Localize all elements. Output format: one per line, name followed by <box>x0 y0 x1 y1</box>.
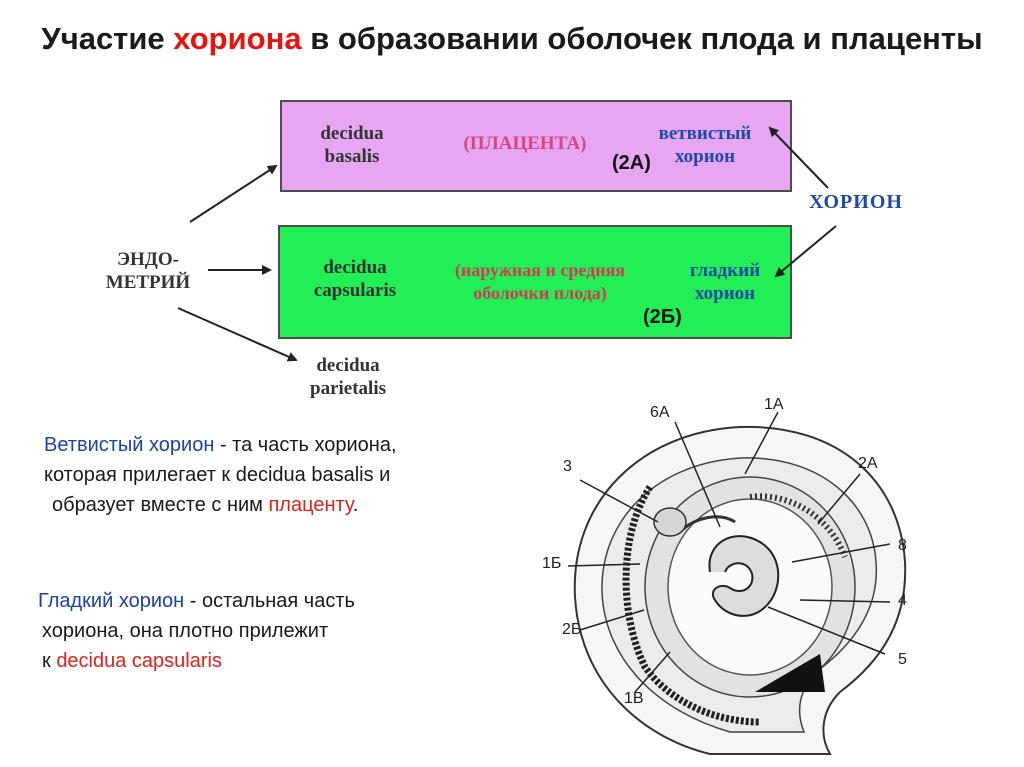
decidua-basalis-label: decidua basalis <box>292 122 412 168</box>
endometrium-line2: МЕТРИЙ <box>105 272 191 293</box>
para1-line1-rest: - та часть хориона, <box>214 434 397 456</box>
label-6a: 6А <box>650 404 670 421</box>
para1-line2: которая прилегает к decidua basalis и <box>44 464 391 486</box>
para2-line1: Гладкий хорион - остальная часть <box>38 586 355 616</box>
branching-chorion-line1: ветвистый <box>658 123 752 144</box>
code-2b: (2Б) <box>643 306 682 328</box>
fetal-membranes-line1: (наружная и средняя <box>454 260 626 280</box>
fetal-membranes-label: (наружная и средняя оболочки плода) <box>425 259 655 305</box>
endometrium-line1: ЭНДО- <box>117 249 179 270</box>
para2-line3: к decidua capsularis <box>38 646 355 676</box>
uterus-embryo-illustration <box>567 411 907 755</box>
smooth-chorion-line2: хорион <box>694 283 756 304</box>
decidua-capsularis-line2: capsularis <box>313 280 397 301</box>
label-2a: 2А <box>858 455 878 472</box>
label-1a: 1А <box>764 396 784 413</box>
chorion-label: ХОРИОН <box>809 191 903 213</box>
decidua-capsularis-label: decidua capsularis <box>290 256 420 302</box>
decidua-basalis-line1: decidua <box>320 123 384 144</box>
label-4: 4 <box>898 592 907 609</box>
decidua-capsularis-line1: decidua <box>323 257 387 278</box>
para2-capsularis-highlight: decidua capsularis <box>56 650 222 672</box>
endometrium-label: ЭНДО- МЕТРИЙ <box>88 248 208 294</box>
title-part1: Участие <box>41 21 174 56</box>
fetal-membranes-line2: оболочки плода) <box>473 283 607 303</box>
bottom-box-membranes <box>278 225 792 339</box>
para2-term: Гладкий хорион <box>38 590 185 612</box>
para1-line3-start: образует вместе с ним <box>52 494 269 516</box>
para1-term: Ветвистый хорион <box>44 434 215 456</box>
decidua-parietalis-line1: decidua <box>316 355 380 376</box>
paragraph-branching-chorion: Ветвистый хорион - та часть хориона, кот… <box>44 430 397 520</box>
embryo <box>708 535 780 617</box>
top-box-placenta <box>280 100 792 192</box>
para2-line1-rest: - остальная часть <box>184 590 355 612</box>
decidua-parietalis-label: decidua parietalis <box>288 354 408 400</box>
page-title: Участие хориона в образовании оболочек п… <box>0 18 1024 60</box>
label-3: 3 <box>563 458 572 475</box>
arrow-chorion-to-smooth <box>774 225 837 278</box>
para1-line1: Ветвистый хорион - та часть хориона, <box>44 430 397 460</box>
para2-line3-start: к <box>42 650 57 672</box>
branching-chorion-line2: хорион <box>674 146 736 167</box>
label-8: 8 <box>898 537 907 554</box>
para1-placenta-highlight: плаценту <box>268 494 353 516</box>
chorion-villi <box>749 493 848 559</box>
yolk-sac <box>653 507 687 537</box>
label-2b: 2Б <box>562 621 582 638</box>
decidua-band <box>622 485 761 726</box>
uterine-cavity <box>755 654 825 692</box>
para2-line2: хориона, она плотно прилежит <box>42 620 329 642</box>
label-1v: 1В <box>624 690 644 707</box>
para1-line3-end: . <box>352 494 359 516</box>
code-2a: (2А) <box>612 152 651 174</box>
title-part2: в образовании оболочек плода и плаценты <box>301 21 983 56</box>
smooth-chorion-label: гладкий хорион <box>665 259 785 305</box>
placenta-label: (ПЛАЦЕНТА) <box>463 133 587 154</box>
paragraph-smooth-chorion: Гладкий хорион - остальная часть хориона… <box>38 586 355 676</box>
para1-line3: образует вместе с ним плаценту. <box>44 490 397 520</box>
arrow-chorion-to-branching <box>768 126 829 189</box>
label-5: 5 <box>898 651 907 668</box>
decidua-parietalis-line2: parietalis <box>310 378 386 399</box>
arrow-to-basalis <box>189 164 278 223</box>
label-1b: 1Б <box>542 555 562 572</box>
arrow-to-parietalis <box>177 307 298 362</box>
decidua-basalis-line2: basalis <box>324 146 380 167</box>
smooth-chorion-line1: гладкий <box>689 260 761 281</box>
title-highlight: хориона <box>173 21 302 56</box>
branching-chorion-label: ветвистый хорион <box>640 122 770 168</box>
